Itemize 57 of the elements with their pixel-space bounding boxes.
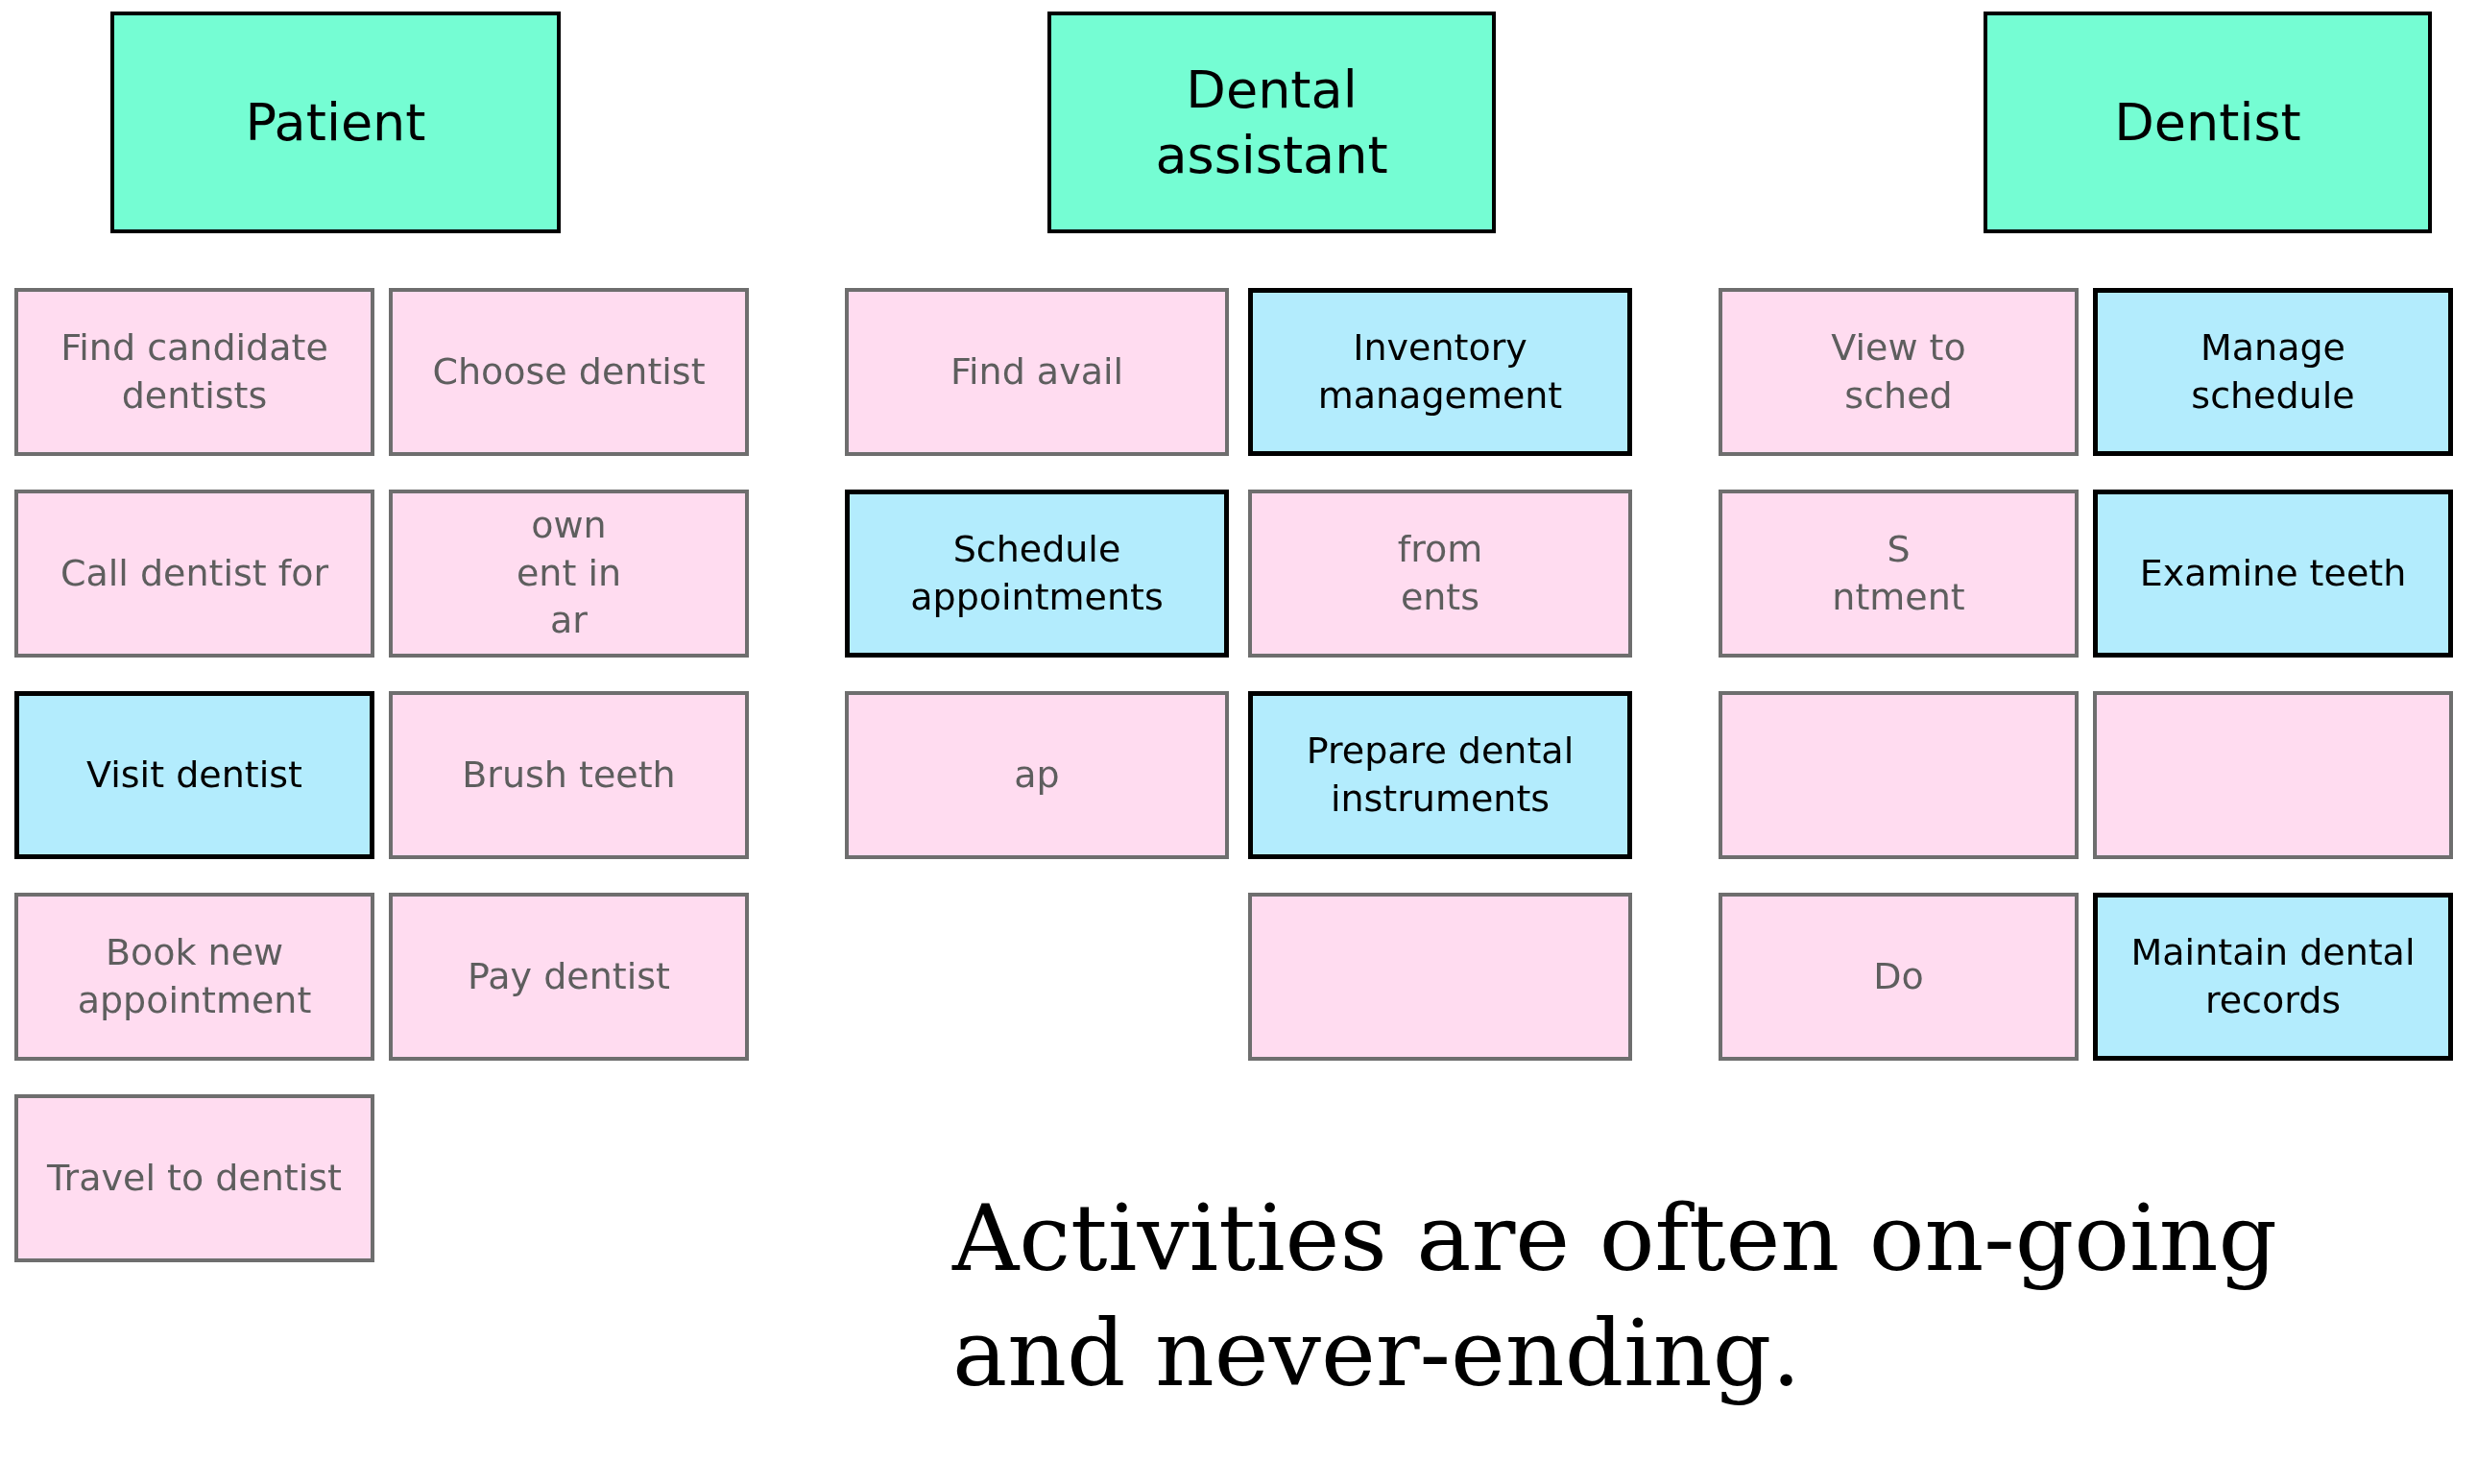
note-text: Find candidate dentists xyxy=(60,325,329,419)
sticky-note xyxy=(1719,490,2079,658)
note-text: Travel to dentist xyxy=(47,1155,342,1201)
note-text: Do xyxy=(1873,953,1924,999)
note-text: ent in xyxy=(516,550,622,596)
activity-name: Examine teeth xyxy=(2139,550,2407,596)
note-text: Find avail xyxy=(950,348,1124,395)
activity-name: Manage schedule xyxy=(2190,325,2356,419)
note-text: own xyxy=(531,503,607,549)
note-text: ar xyxy=(550,598,588,644)
activity-name: Visit dentist xyxy=(86,752,302,798)
note-text: Pay dentist xyxy=(468,953,670,999)
note-text: View to xyxy=(1831,325,1966,371)
sticky-note xyxy=(845,691,1229,859)
sticky-note xyxy=(845,288,1229,456)
activity-name: Inventory management xyxy=(1316,325,1564,419)
sticky-note xyxy=(14,1094,374,1262)
role-name: Patient xyxy=(245,90,426,155)
sticky-note xyxy=(389,490,749,658)
role-card xyxy=(110,12,561,233)
note-text: Book new appointment xyxy=(76,930,313,1023)
activity-card xyxy=(1248,691,1632,859)
note-text: Call dentist for xyxy=(60,550,329,596)
sticky-note xyxy=(389,288,749,456)
sticky-note xyxy=(14,288,374,456)
sticky-note xyxy=(14,893,374,1061)
note-text: Activities are often on-going and never-ending. xyxy=(952,1184,2278,1409)
note-text: Choose dentist xyxy=(432,348,706,395)
note-text: ap xyxy=(1014,752,1060,798)
empty-sticky-note xyxy=(2093,691,2453,859)
note-text: from xyxy=(1397,527,1483,573)
sticky-note xyxy=(389,691,749,859)
note-text: ents xyxy=(1400,574,1480,620)
role-card xyxy=(1984,12,2432,233)
activity-card xyxy=(1248,288,1632,456)
activity-card xyxy=(14,691,374,859)
activity-name: Prepare dental instruments xyxy=(1305,729,1575,822)
activity-card xyxy=(2093,288,2453,456)
sticky-note xyxy=(1719,288,2079,456)
activity-name: Schedule appointments xyxy=(909,527,1165,620)
note-text: sched xyxy=(1844,372,1953,419)
activity-name: Maintain dental records xyxy=(2129,930,2417,1023)
sticky-note xyxy=(14,490,374,658)
role-name: Dental assistant xyxy=(1154,59,1389,187)
sticky-note xyxy=(389,893,749,1061)
empty-sticky-note xyxy=(1719,691,2079,859)
note-text: S xyxy=(1887,527,1911,573)
role-name: Dentist xyxy=(2114,90,2301,155)
note-text: ntment xyxy=(1832,574,1965,620)
activity-card xyxy=(2093,893,2453,1061)
sticky-note xyxy=(1248,490,1632,658)
activity-card xyxy=(2093,490,2453,658)
note-text: Brush teeth xyxy=(462,752,676,798)
empty-sticky-note xyxy=(1248,893,1632,1061)
sticky-note xyxy=(1719,893,2079,1061)
activity-card xyxy=(845,490,1229,658)
role-card xyxy=(1047,12,1496,233)
